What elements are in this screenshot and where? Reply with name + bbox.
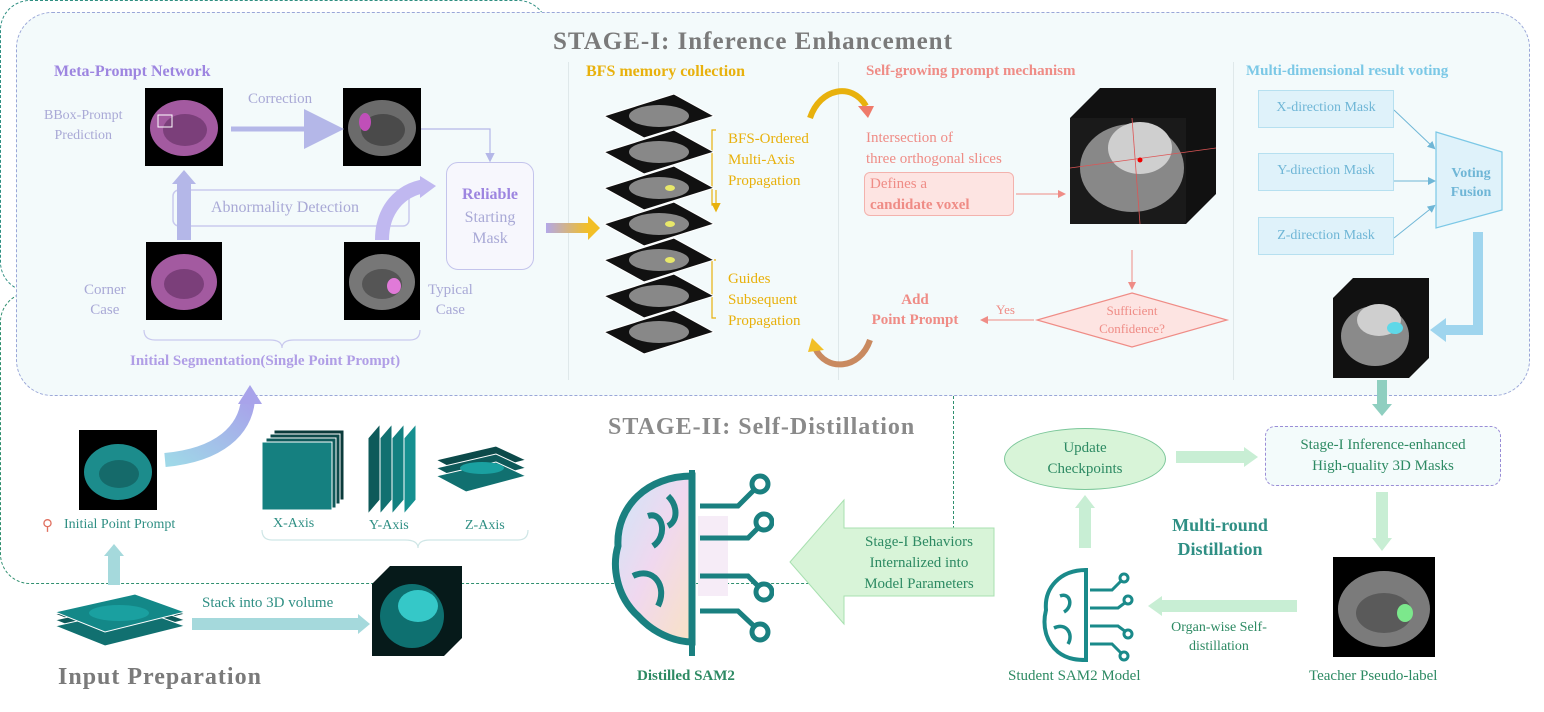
y-mask-box	[1258, 153, 1394, 191]
intersection-label: Intersection of three orthogonal slices	[866, 130, 1002, 167]
stage1-masks-box	[1265, 426, 1501, 486]
ct-slice-bbox	[145, 88, 223, 166]
x-axis-slices	[262, 430, 345, 510]
candidate-voxel-box	[864, 172, 1014, 216]
stage1-panel	[16, 12, 1530, 396]
divider	[838, 62, 839, 380]
fused-volume-cube	[1333, 278, 1429, 378]
correction-label: Correction	[248, 91, 313, 107]
stage1-masks-label: Stage-I Inference-enhanced High-quality …	[1300, 437, 1466, 474]
corner-case-label: Corner Case	[84, 282, 126, 318]
reliable-mask-box	[446, 162, 534, 270]
y-axis-label: Y-Axis	[369, 518, 409, 533]
voting-heading: Multi-dimensional result voting	[1246, 63, 1449, 79]
abnormality-label: Abnormality Detection	[211, 199, 359, 216]
reliable-label: Reliable	[462, 186, 518, 203]
teacher-pseudo-label: Teacher Pseudo-label	[1309, 668, 1438, 684]
behaviors-label: Stage-I Behaviors Internalized into Mode…	[864, 534, 974, 592]
add-point-prompt-label: Add Point Prompt	[871, 292, 959, 328]
bfs-heading: BFS memory collection	[586, 63, 746, 80]
distilled-sam2-label: Distilled SAM2	[637, 668, 735, 684]
input-slice-stack	[55, 593, 185, 647]
ct-slice-typical	[344, 242, 420, 320]
input-prep-title: Input Preparation	[58, 664, 262, 690]
multi-round-label: Multi-round Distillation	[1172, 515, 1268, 559]
defines-label: Defines a	[870, 176, 928, 192]
starting-mask-label: Starting Mask	[464, 209, 516, 247]
update-checkpoints-label: Update Checkpoints	[1047, 440, 1123, 477]
voting-fusion-label: Voting Fusion	[1450, 166, 1492, 200]
z-mask-box	[1258, 217, 1394, 255]
x-mask-box	[1258, 90, 1394, 128]
input-ct-slice	[79, 430, 157, 510]
candidate-voxel-label: candidate voxel	[870, 197, 970, 213]
meta-prompt-heading: Meta-Prompt Network	[54, 63, 211, 80]
stage2-title: STAGE-II: Self-Distillation	[608, 414, 916, 440]
x-axis-label: X-Axis	[273, 516, 315, 531]
y-mask-label: Y-direction Mask	[1277, 163, 1375, 178]
bfs-ordered-label: BFS-Ordered Multi-Axis Propagation	[728, 131, 809, 189]
initial-point-label: Initial Point Prompt	[64, 517, 176, 532]
yes-label: Yes	[996, 302, 1015, 317]
confidence-label: Sufficient Confidence?	[1099, 303, 1165, 336]
bbox-prompt-label: BBox-Prompt Prediction	[44, 108, 123, 143]
ct-slice-corrected	[343, 88, 421, 166]
divider	[1233, 62, 1234, 380]
ct-slice-corner	[146, 242, 222, 320]
x-mask-label: X-direction Mask	[1276, 100, 1376, 115]
student-sam2-label: Student SAM2 Model	[1008, 668, 1141, 684]
bfs-slice-stack	[604, 94, 714, 355]
z-axis-label: Z-Axis	[465, 518, 505, 533]
student-sam2-brain-icon	[1042, 567, 1134, 662]
ct-volume-cube	[1070, 88, 1216, 224]
teacher-pseudo-label-slice	[1333, 557, 1435, 657]
self-growing-heading: Self-growing prompt mechanism	[866, 63, 1076, 79]
input-volume-cube	[372, 566, 462, 656]
divider	[568, 62, 569, 380]
organ-distillation-label: Organ-wise Self- distillation	[1171, 620, 1267, 654]
user-pin-icon: ⚲	[42, 518, 53, 534]
z-mask-label: Z-direction Mask	[1277, 228, 1375, 243]
y-axis-slices	[368, 424, 417, 514]
distilled-sam2-brain-icon	[612, 470, 774, 656]
initial-segmentation-label: Initial Segmentation(Single Point Prompt…	[130, 353, 401, 369]
update-checkpoints-ellipse	[1004, 428, 1166, 490]
z-axis-slices	[436, 446, 526, 493]
stack-label: Stack into 3D volume	[202, 595, 334, 611]
guides-label: Guides Subsequent Propagation	[728, 271, 801, 329]
typical-case-label: Typical Case	[428, 282, 473, 318]
stage1-title: STAGE-I: Inference Enhancement	[553, 28, 953, 55]
